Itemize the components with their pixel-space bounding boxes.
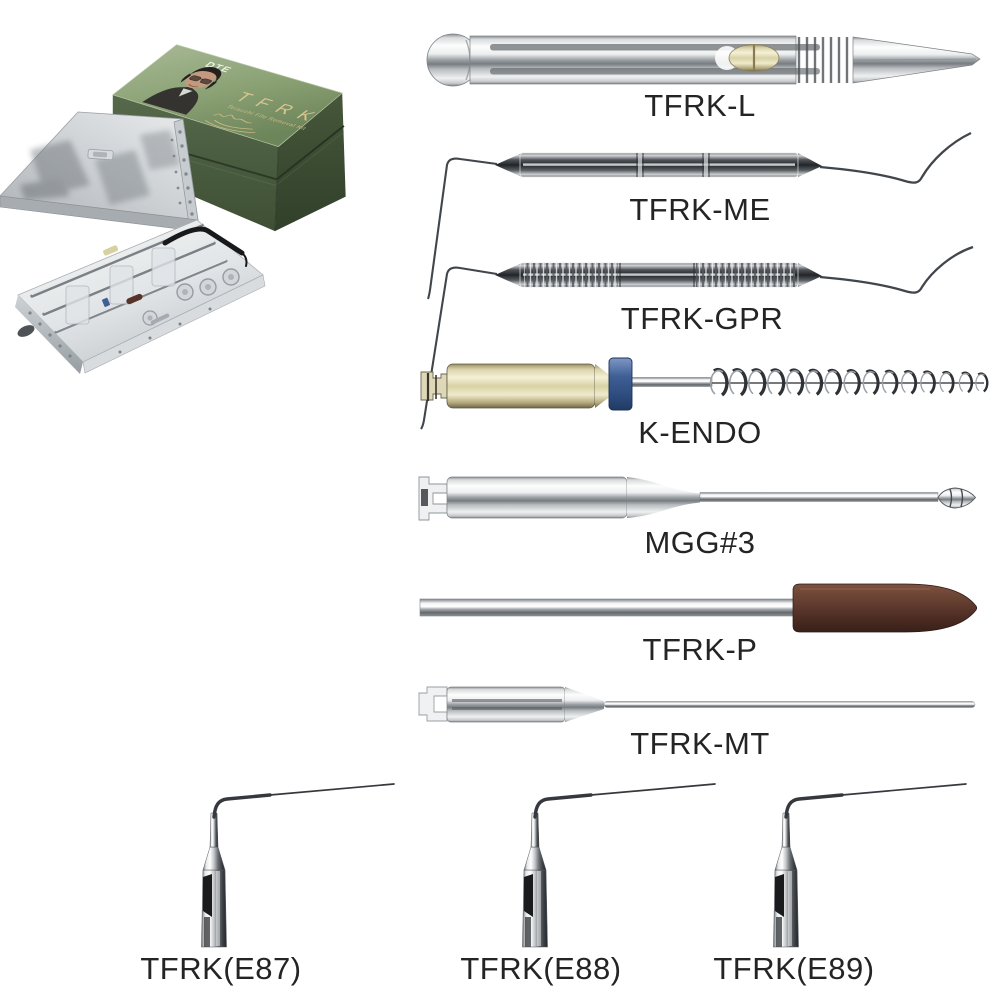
tfrk-p-rubber-cap [792, 583, 978, 633]
case-lid [0, 111, 199, 232]
label-tfrk-l: TFRK-L [644, 88, 756, 123]
lid-latch [87, 148, 114, 161]
tip-e89 [771, 782, 968, 955]
ultrasonic-tips-row [199, 782, 968, 955]
box-portrait [142, 67, 222, 115]
tray-dividers [65, 247, 176, 325]
instrument-tfrk-l [426, 33, 981, 87]
steel-case [0, 111, 266, 374]
instrument-k-endo [420, 357, 989, 411]
k-endo-handle [446, 363, 596, 409]
instrument-mgg3 [418, 476, 977, 521]
k-endo-blue-stopper [608, 357, 633, 411]
instrument-tfrk-gpr [420, 245, 974, 430]
label-tfrk-e88: TFRK(E88) [460, 951, 622, 986]
label-tfrk-e87: TFRK(E87) [140, 951, 302, 986]
wall-perforations [28, 307, 212, 358]
case-tray [15, 219, 266, 374]
tip-e88 [520, 782, 717, 955]
label-mgg3: MGG#3 [644, 525, 756, 560]
box-top-face: DTE TFRK Terauchi File Removal Kit [112, 44, 343, 147]
box-signature [204, 113, 256, 134]
instrument-tfrk-me [427, 131, 972, 300]
label-tfrk-gpr: TFRK-GPR [620, 301, 784, 336]
label-tfrk-e89: TFRK(E89) [713, 951, 875, 986]
instrument-tfrk-p [419, 583, 978, 633]
tray-colored-parts [101, 245, 143, 307]
instrument-tfrk-mt [418, 686, 976, 723]
mgg3-cutting-tip [937, 487, 977, 509]
lid-perforations [170, 130, 194, 216]
label-tfrk-me: TFRK-ME [629, 192, 771, 227]
tray-dark-instrument [162, 226, 248, 267]
label-tfrk-p: TFRK-P [642, 632, 758, 667]
label-k-endo: K-ENDO [638, 415, 762, 450]
instruments-panel [418, 33, 989, 723]
tip-e87 [199, 782, 396, 955]
label-tfrk-mt: TFRK-MT [630, 726, 770, 761]
